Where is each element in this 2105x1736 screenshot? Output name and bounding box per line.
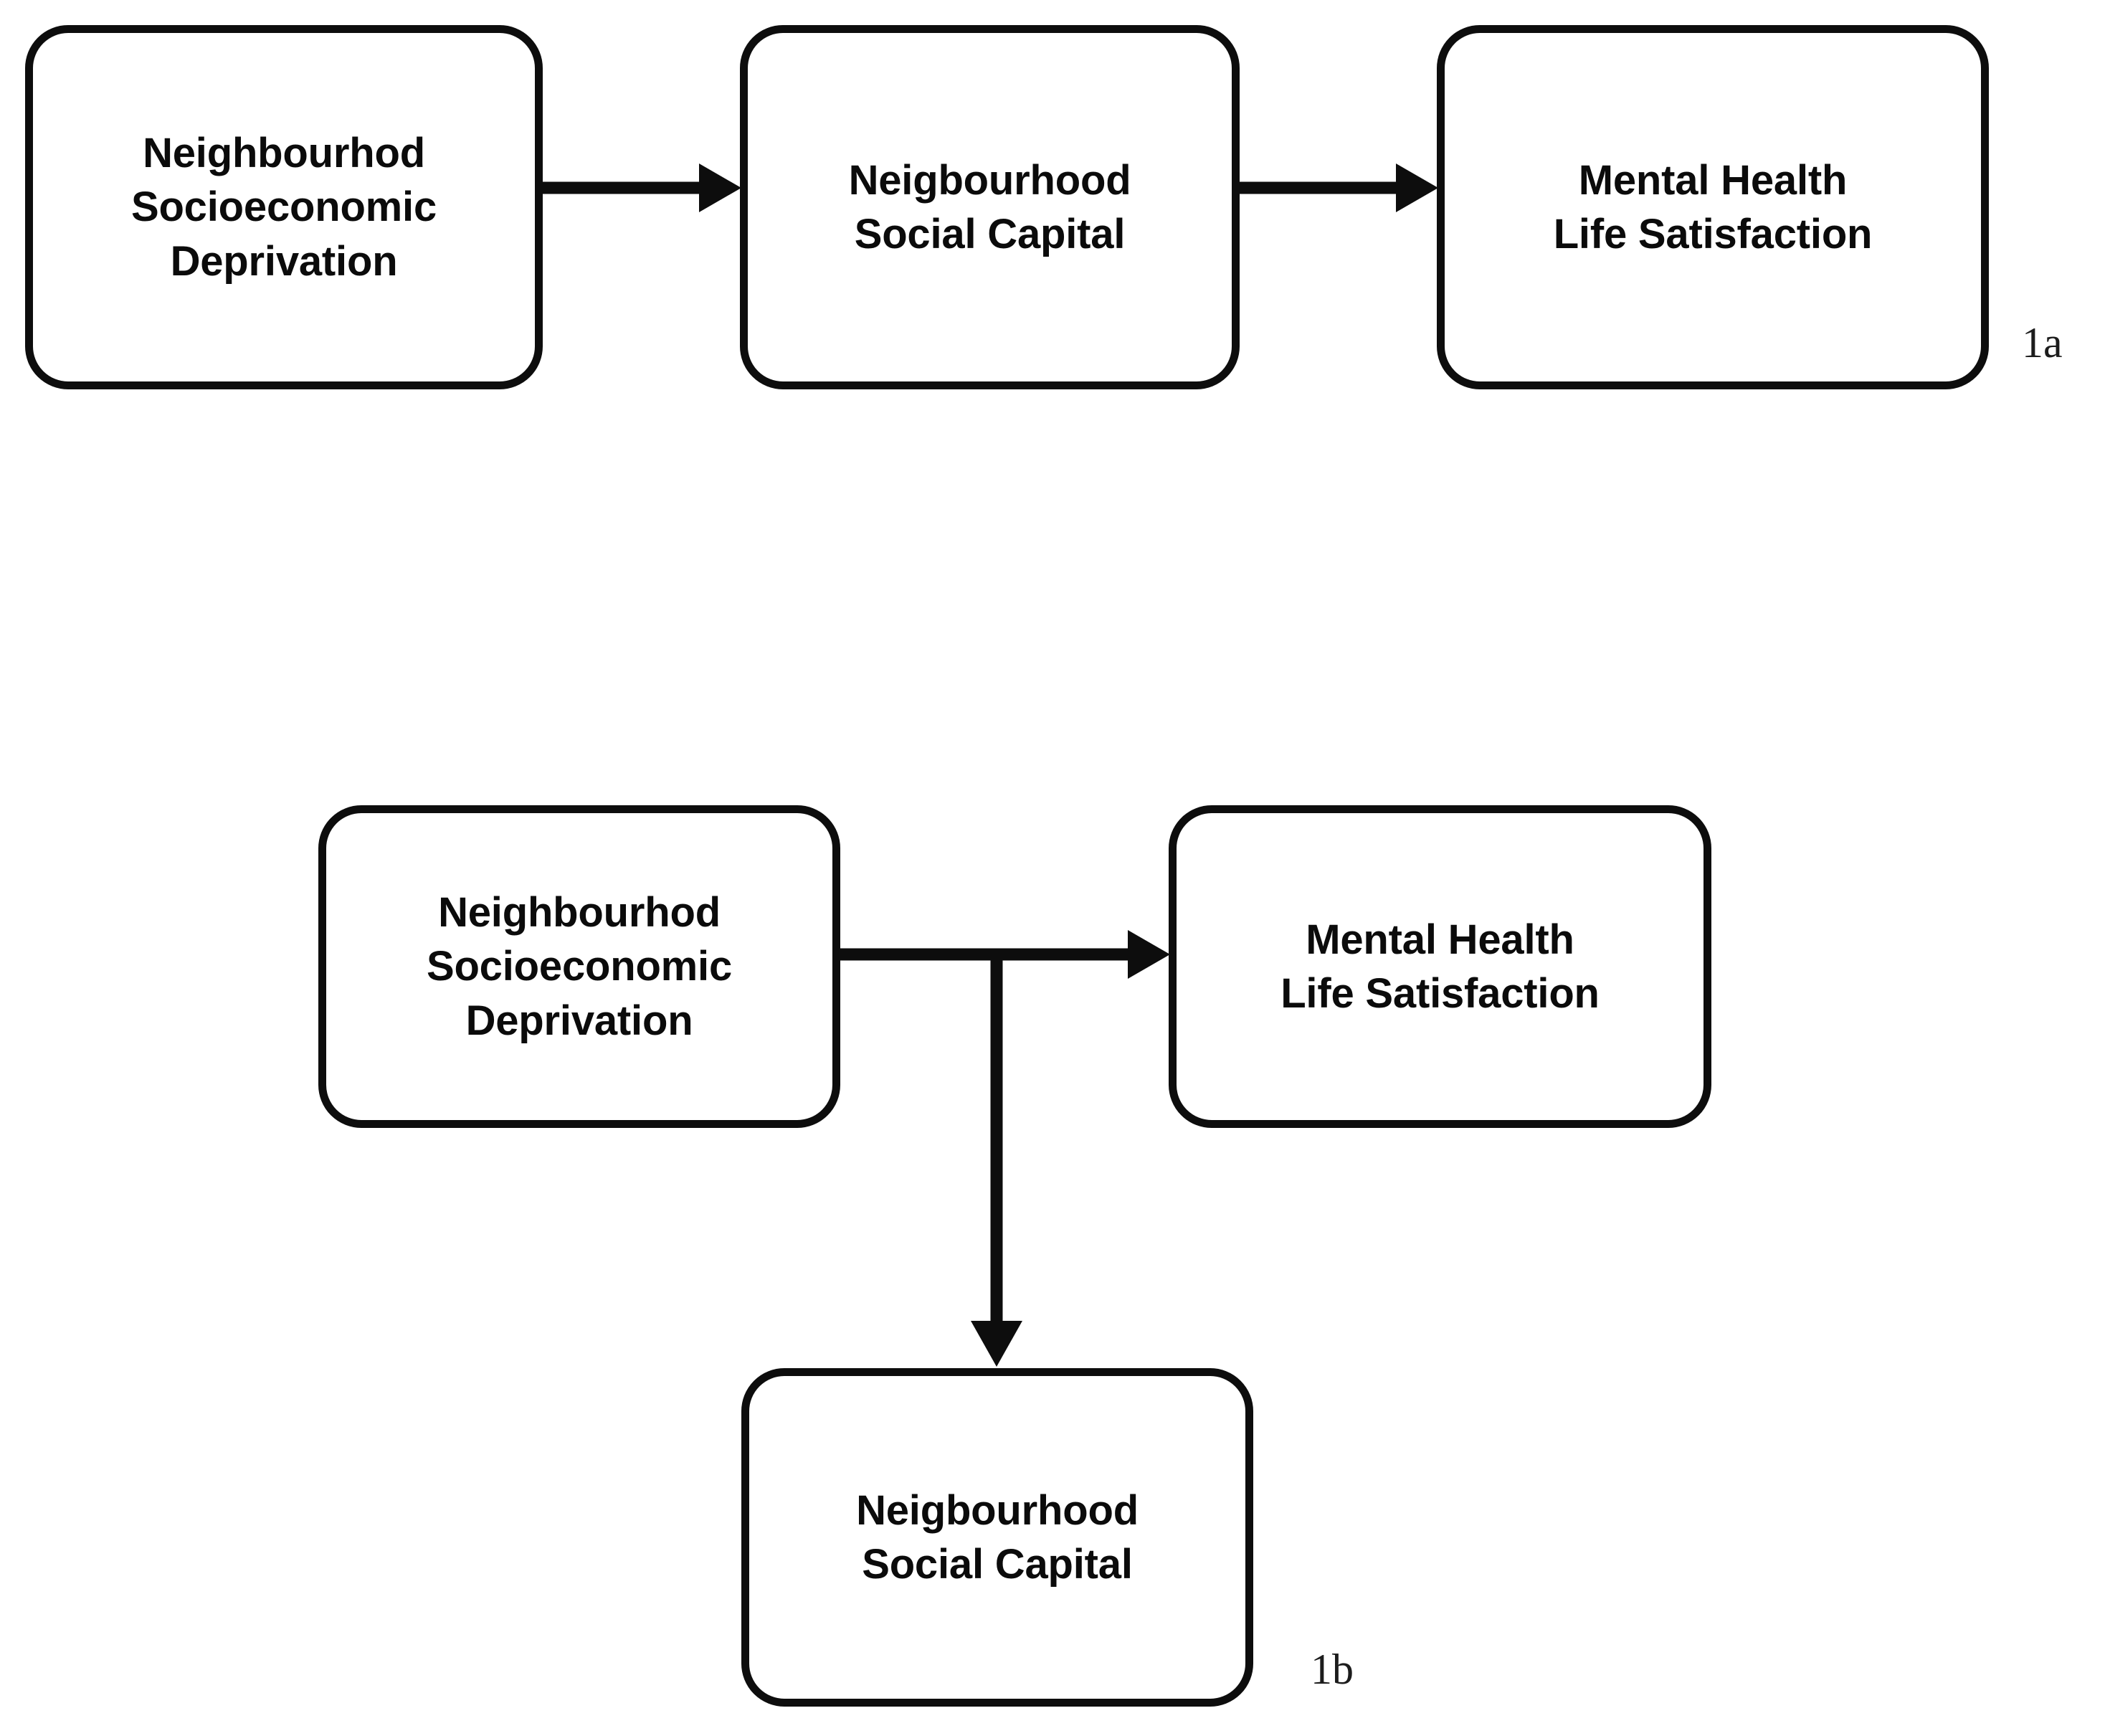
node-label: Mental Health Life Satisfaction (1280, 916, 1600, 1017)
node-neighbourhood-social-capital-1b[interactable]: Neigbourhood Social Capital (741, 1368, 1253, 1707)
node-label: Neigbourhood Social Capital (856, 1486, 1139, 1588)
node-mental-health-life-satisfaction-1b[interactable]: Mental Health Life Satisfaction (1169, 805, 1711, 1128)
node-label: Neigbourhood Social Capital (848, 156, 1131, 257)
node-neighbourhood-social-capital-1a[interactable]: Neigbourhood Social Capital (740, 25, 1240, 389)
arrow-deprivation-to-outcome-1b (840, 930, 1170, 979)
node-neighbourhood-socioeconomic-deprivation-1a[interactable]: Neighbourhod Socioeconomic Deprivation (25, 25, 543, 389)
panel-label-1a: 1a (2022, 319, 2063, 366)
node-label: Neighbourhod Socioeconomic Deprivation (130, 129, 437, 285)
node-neighbourhood-socioeconomic-deprivation-1b[interactable]: Neighbourhod Socioeconomic Deprivation (318, 805, 840, 1128)
node-label: Neighbourhod Socioeconomic Deprivation (426, 888, 733, 1044)
node-label: Mental Health Life Satisfaction (1553, 156, 1873, 257)
arrow-social-capital-to-outcome-1a (1240, 163, 1438, 212)
arrow-deprivation-to-social-capital-1b (971, 954, 1022, 1367)
panel-label-1b: 1b (1311, 1646, 1354, 1693)
node-mental-health-life-satisfaction-1a[interactable]: Mental Health Life Satisfaction (1437, 25, 1989, 389)
arrow-deprivation-to-social-capital-1a (543, 163, 741, 212)
